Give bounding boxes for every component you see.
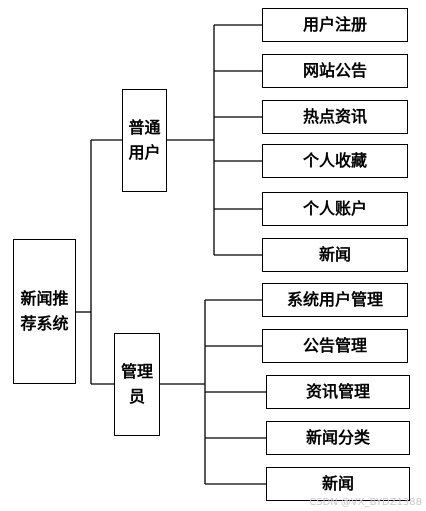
leaf-label: 网站公告 xyxy=(302,60,367,80)
leaf-node-user-register: 用户注册 xyxy=(262,8,408,42)
watermark: CSDN @VX_BYDZ1388 xyxy=(309,497,422,508)
branch-node-user: 普通用户 xyxy=(122,89,167,192)
leaf-node-account: 个人账户 xyxy=(262,192,408,226)
leaf-label: 热点资讯 xyxy=(302,106,367,126)
leaf-label: 个人收藏 xyxy=(302,150,367,170)
leaf-node-news-user: 新闻 xyxy=(262,238,408,272)
leaf-node-news-category: 新闻分类 xyxy=(266,421,410,455)
leaf-label: 资讯管理 xyxy=(305,381,370,401)
leaf-label: 系统用户管理 xyxy=(286,289,383,309)
leaf-label: 新闻分类 xyxy=(305,427,370,447)
branch-node-admin: 管理员 xyxy=(114,333,160,436)
leaf-node-system-user-mgmt: 系统用户管理 xyxy=(262,283,408,317)
root-node: 新闻推荐系统 xyxy=(13,239,76,384)
leaf-node-favorites: 个人收藏 xyxy=(262,144,408,178)
leaf-label: 新闻 xyxy=(318,244,351,264)
leaf-node-news-admin: 新闻 xyxy=(266,467,410,501)
leaf-node-hot-news: 热点资讯 xyxy=(262,100,408,134)
leaf-node-site-notice: 网站公告 xyxy=(262,54,408,88)
leaf-label: 公告管理 xyxy=(302,335,367,355)
leaf-node-notice-mgmt: 公告管理 xyxy=(262,329,408,363)
leaf-label: 新闻 xyxy=(321,473,354,493)
branch-node-admin-label: 管理员 xyxy=(120,361,153,406)
leaf-label: 个人账户 xyxy=(302,198,367,218)
root-node-label: 新闻推荐系统 xyxy=(20,288,69,333)
leaf-node-info-mgmt: 资讯管理 xyxy=(266,375,410,409)
branch-node-user-label: 普通用户 xyxy=(128,117,161,162)
leaf-label: 用户注册 xyxy=(302,14,367,34)
